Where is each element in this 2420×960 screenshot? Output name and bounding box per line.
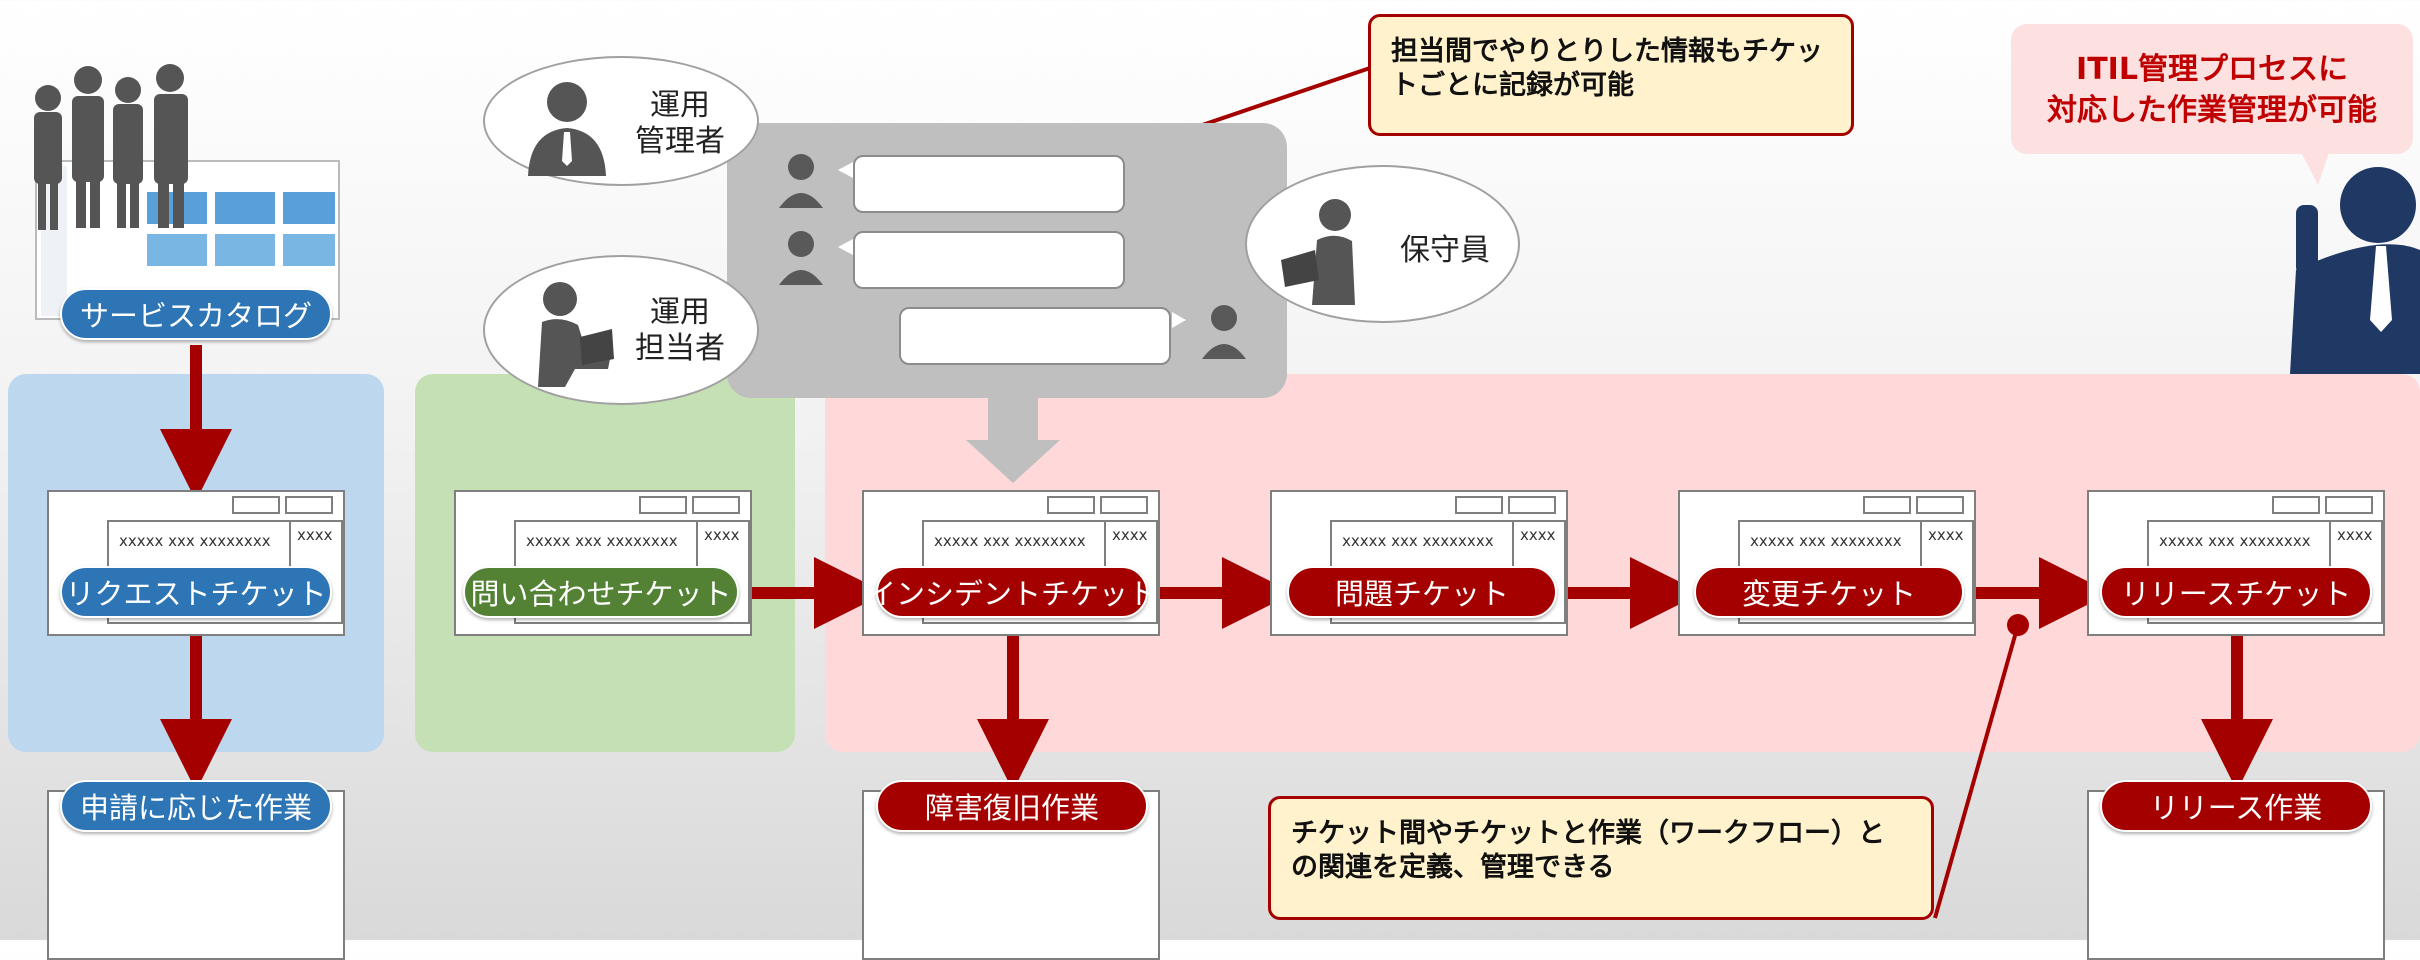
staff-avatar xyxy=(520,277,615,392)
ticket-field-text: xxxxx xxx xxxxxxxx xyxy=(1342,532,1494,550)
chat-panel xyxy=(727,123,1287,398)
ticket-side-text: xxxx xyxy=(297,526,333,544)
ticket-field-text: xxxxx xxx xxxxxxxx xyxy=(526,532,678,550)
ticket-side-text: xxxx xyxy=(704,526,740,544)
task-request-label[interactable]: 申請に応じた作業 xyxy=(60,780,332,832)
itil-note: ITIL管理プロセスに 対応した作業管理が可能 xyxy=(2011,24,2413,154)
ticket-side-text: xxxx xyxy=(1112,526,1148,544)
role-bubble-ops-manager: 運用 管理者 xyxy=(483,56,759,186)
ticket-request-label[interactable]: リクエストチケット xyxy=(60,566,332,618)
chat-message-1 xyxy=(853,155,1125,213)
role-bubble-ops-staff: 運用 担当者 xyxy=(483,255,759,405)
ticket-change-label[interactable]: 変更チケット xyxy=(1694,566,1964,618)
ticket-incident-label[interactable]: インシデントチケット xyxy=(867,566,1157,618)
relation-note-dot xyxy=(2007,614,2029,636)
chat-message-3 xyxy=(899,307,1171,365)
catalog-label[interactable]: サービスカタログ xyxy=(60,288,332,340)
role-ops-manager: 運用 管理者 xyxy=(635,88,725,159)
chat-down-arrow xyxy=(966,395,1060,483)
ticket-field-text: xxxxx xxx xxxxxxxx xyxy=(2159,532,2311,550)
role-ops-staff: 運用 担当者 xyxy=(635,295,725,366)
role-maintainer: 保守員 xyxy=(1400,233,1490,268)
ticket-problem-label[interactable]: 問題チケット xyxy=(1287,566,1557,618)
ticket-release-label[interactable]: リリースチケット xyxy=(2100,566,2372,618)
manager-avatar xyxy=(520,76,615,176)
chat-message-2 xyxy=(853,231,1125,289)
maintainer-avatar xyxy=(1277,195,1377,310)
task-incident-label[interactable]: 障害復旧作業 xyxy=(876,780,1148,832)
ticket-side-text: xxxx xyxy=(1520,526,1556,544)
task-release-label[interactable]: リリース作業 xyxy=(2100,780,2372,832)
ticket-field-text: xxxxx xxx xxxxxxxx xyxy=(934,532,1086,550)
ticket-side-text: xxxx xyxy=(1928,526,1964,544)
ticket-side-text: xxxx xyxy=(2337,526,2373,544)
ticket-inquiry-label[interactable]: 問い合わせチケット xyxy=(463,566,739,618)
ticket-field-text: xxxxx xxx xxxxxxxx xyxy=(1750,532,1902,550)
relation-note-leader xyxy=(1933,624,2020,919)
role-bubble-maintainer: 保守員 xyxy=(1245,165,1520,323)
relation-note-callout: チケット間やチケットと作業（ワークフロー）との関連を定義、管理できる xyxy=(1268,796,1934,920)
chat-note-callout: 担当間でやりとりした情報もチケットごとに記録が可能 xyxy=(1368,14,1854,136)
ticket-field-text: xxxxx xxx xxxxxxxx xyxy=(119,532,271,550)
